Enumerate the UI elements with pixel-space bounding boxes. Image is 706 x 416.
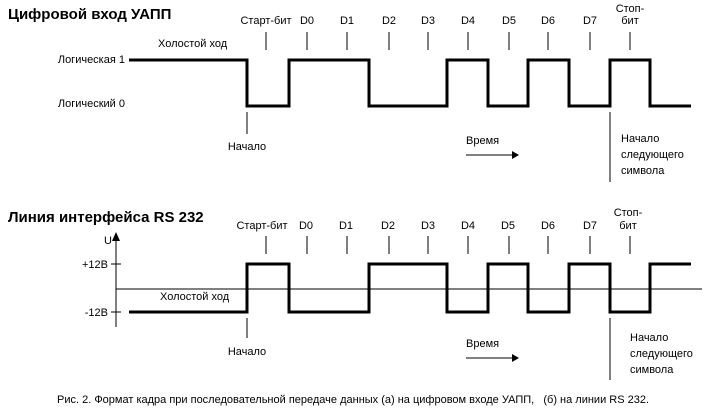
rs232-waveform bbox=[129, 262, 691, 314]
uart-bit-label-d4: D4 bbox=[461, 15, 475, 27]
uart-bit-label-d1: D1 bbox=[340, 15, 354, 27]
rs232-low-level-label: -12В bbox=[85, 307, 108, 319]
rs232-next-label-1: Начало bbox=[630, 332, 668, 344]
rs232-time-label: Время bbox=[466, 338, 499, 350]
uart-bit-label-d2: D2 bbox=[382, 15, 396, 27]
uart-panel: Цифровой вход УАПП Логическая 1 Логическ… bbox=[8, 3, 691, 182]
rs232-title: Линия интерфейса RS 232 bbox=[8, 209, 204, 226]
rs232-bit-label-d1: D1 bbox=[339, 220, 353, 232]
uart-stop-label-1: Стоп- bbox=[616, 3, 645, 15]
rs232-start-bit-label: Старт-бит bbox=[236, 220, 287, 232]
rs232-panel: Линия интерфейса RS 232 U +12В -12В Холо… bbox=[8, 207, 702, 380]
rs232-bit-label-d2: D2 bbox=[381, 220, 395, 232]
uart-bit-label-d0: D0 bbox=[300, 15, 314, 27]
rs232-bit-ticks bbox=[265, 236, 631, 254]
rs232-bit-label-d6: D6 bbox=[541, 220, 555, 232]
rs232-next-label-3: символа bbox=[630, 364, 674, 376]
rs232-start-marker-label: Начало bbox=[228, 346, 266, 358]
uart-bit-label-d5: D5 bbox=[502, 15, 516, 27]
rs232-high-level-label: +12В bbox=[82, 259, 108, 271]
rs232-bit-label-d7: D7 bbox=[583, 220, 597, 232]
uart-next-label-1: Начало bbox=[621, 133, 659, 145]
uart-idle-label: Холостой ход bbox=[158, 38, 228, 50]
rs232-axis-label: U bbox=[104, 235, 112, 247]
figure-caption: Рис. 2. Формат кадра при последовательно… bbox=[57, 394, 649, 406]
uart-next-label-3: символа bbox=[621, 165, 665, 177]
rs232-stop-label-2: бит bbox=[619, 220, 636, 232]
rs232-bit-label-d0: D0 bbox=[299, 220, 313, 232]
rs232-stop-label-1: Стоп- bbox=[614, 207, 643, 219]
rs232-next-label-2: следующего bbox=[630, 348, 693, 360]
rs232-bit-label-d5: D5 bbox=[501, 220, 515, 232]
rs232-bit-label-d4: D4 bbox=[461, 220, 475, 232]
uart-next-label-2: следующего bbox=[621, 149, 684, 161]
rs232-voltage-axis bbox=[111, 232, 121, 327]
uart-start-bit-label: Старт-бит bbox=[240, 15, 291, 27]
uart-bit-ticks bbox=[265, 32, 631, 50]
rs232-bit-label-d3: D3 bbox=[421, 220, 435, 232]
uart-title: Цифровой вход УАПП bbox=[8, 6, 171, 23]
uart-bit-label-d7: D7 bbox=[583, 15, 597, 27]
rs232-time-arrow bbox=[466, 354, 519, 362]
uart-bit-label-d6: D6 bbox=[541, 15, 555, 27]
uart-stop-label-2: бит bbox=[621, 15, 638, 27]
uart-bit-label-d3: D3 bbox=[421, 15, 435, 27]
uart-time-label: Время bbox=[466, 135, 499, 147]
rs232-idle-label: Холостой ход bbox=[160, 291, 230, 303]
logic-zero-label: Логический 0 bbox=[58, 98, 125, 110]
uart-start-marker-label: Начало bbox=[228, 141, 266, 153]
uart-waveform bbox=[129, 58, 691, 108]
logic-one-label: Логическая 1 bbox=[58, 54, 125, 66]
uart-time-arrow bbox=[466, 151, 519, 159]
